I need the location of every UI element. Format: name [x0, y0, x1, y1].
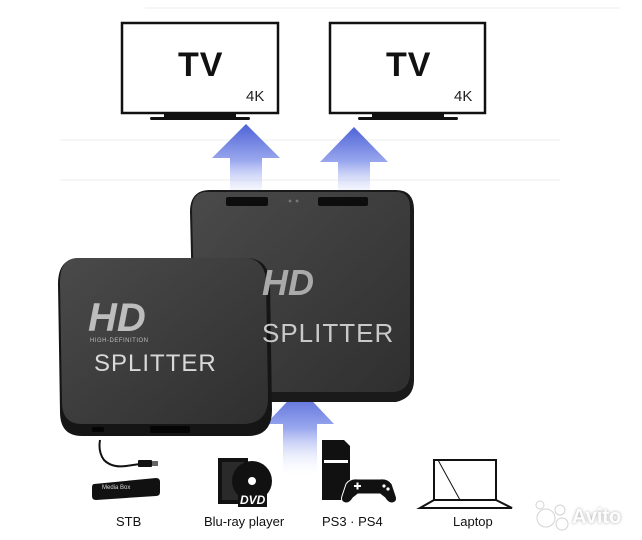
source-label-stb: STB: [116, 514, 142, 529]
stb-device-text: Media Box: [102, 485, 131, 491]
source-label-laptop: Laptop: [453, 514, 493, 529]
hdmi-out-port-2: [318, 197, 368, 206]
splitter-back-name: SPLITTER: [262, 318, 395, 348]
avito-logo-icon: [535, 500, 569, 531]
power-port: [92, 427, 104, 432]
source-label-bluray: Blu-ray player: [204, 514, 285, 529]
arrow-from-sources: [266, 388, 334, 478]
tv-left: [120, 21, 280, 120]
tv-right-label: TV: [386, 46, 432, 84]
tv-left-resolution: 4K: [246, 88, 265, 105]
tv-left-label: TV: [178, 46, 224, 84]
hdmi-in-port: [150, 426, 190, 433]
splitter-front-subtitle: HIGH-DEFINITION: [90, 338, 149, 344]
source-label-playstation: PS3 · PS4: [322, 514, 383, 529]
playstation-icon: [322, 440, 397, 504]
background-lines: [60, 7, 620, 181]
splitter-back-logo: HD: [262, 262, 314, 303]
tv-right-resolution: 4K: [454, 88, 473, 105]
splitter-front-device: [58, 258, 272, 436]
avito-watermark: Avito: [572, 506, 622, 528]
stb-icon: [92, 439, 160, 500]
splitter-front-name: SPLITTER: [94, 350, 217, 377]
arrow-to-tv-left: [212, 124, 280, 205]
hdmi-out-port-1: [226, 197, 268, 206]
tv-right: [328, 21, 487, 120]
dvd-badge: DVD: [238, 493, 268, 507]
splitter-front-logo: HD: [88, 296, 146, 340]
laptop-icon: [416, 459, 513, 509]
arrow-to-tv-right: [320, 127, 388, 205]
